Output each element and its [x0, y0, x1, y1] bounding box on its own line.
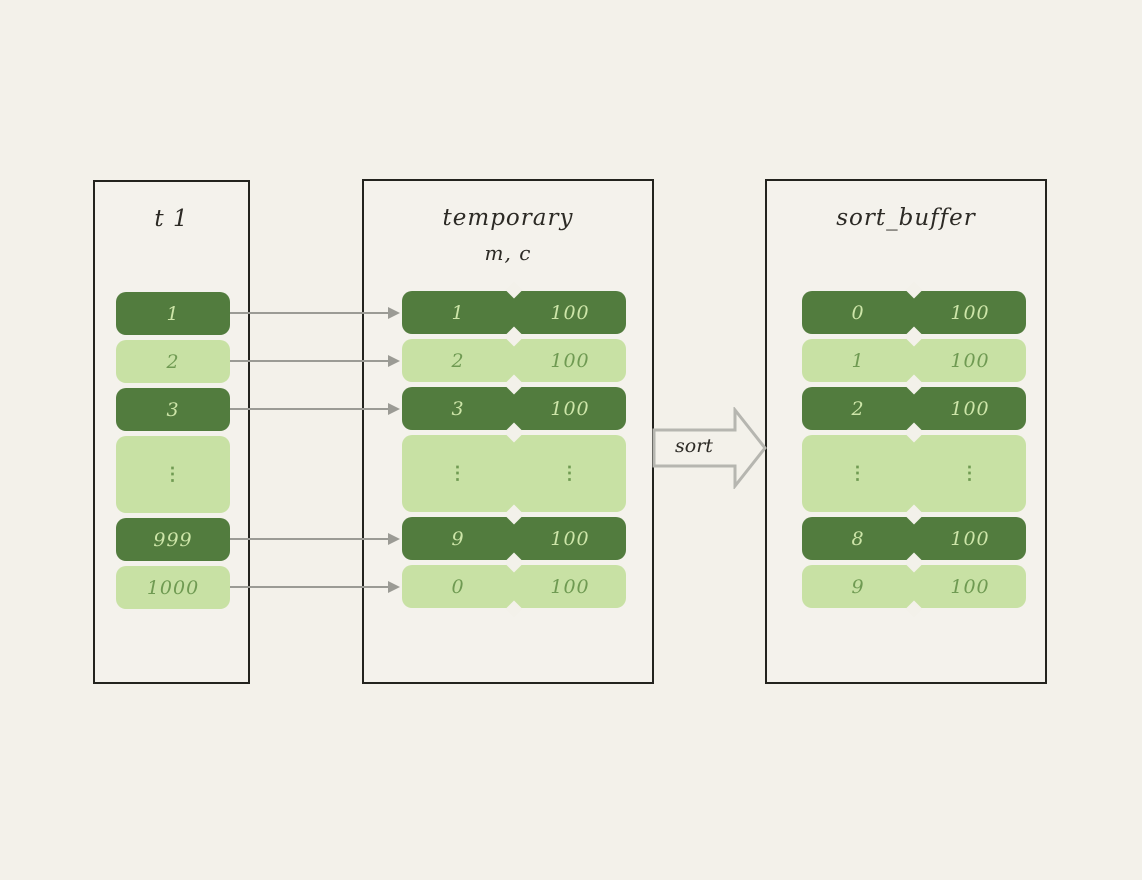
cell-m: 9: [851, 575, 865, 598]
table-row: 0 100: [402, 555, 626, 618]
table-row: 3 100: [402, 377, 626, 440]
table-row: 1 100: [802, 329, 1026, 392]
panel-temporary: temporary m, c 1 100 2 100 3 100 ⋮ ⋮: [362, 179, 654, 684]
cell-c: 100: [950, 575, 990, 598]
table-row: 2 100: [802, 377, 1026, 440]
cell-c: 100: [550, 527, 590, 550]
row-value: 2: [166, 350, 180, 373]
ellipsis-glyph: ⋮: [448, 463, 468, 484]
ellipsis-glyph: ⋮: [848, 463, 868, 484]
panel-sort-buffer: sort_buffer 0 100 1 100 2 100 ⋮ ⋮: [765, 179, 1047, 684]
cell-m: 0: [451, 575, 465, 598]
panel-t1-rows: 1 2 3 ⋮ 999 1000: [116, 292, 230, 609]
table-row: 999: [116, 518, 230, 561]
panel-temporary-title: temporary: [442, 205, 574, 231]
cell-c: 100: [550, 301, 590, 324]
table-row: 2: [116, 340, 230, 383]
panel-t1: t 1 1 2 3 ⋮ 999 1000: [93, 180, 250, 684]
ellipsis-glyph: ⋮: [163, 464, 183, 485]
sort-block-arrow: [652, 407, 767, 489]
cell-c: 100: [550, 575, 590, 598]
cell-c: 100: [550, 349, 590, 372]
table-row: 1000: [116, 566, 230, 609]
table-row: 1 100: [402, 281, 626, 344]
cell-m: 2: [851, 397, 865, 420]
cell-c: 100: [950, 301, 990, 324]
cell-m: 1: [851, 349, 865, 372]
table-row-ellipsis: ⋮ ⋮: [802, 425, 1026, 522]
table-row: 3: [116, 388, 230, 431]
table-row: 9 100: [802, 555, 1026, 618]
panel-sort-buffer-title: sort_buffer: [836, 205, 976, 231]
row-value: 3: [166, 398, 180, 421]
table-row: 2 100: [402, 329, 626, 392]
row-arrow: [230, 581, 400, 593]
cell-m: 2: [451, 349, 465, 372]
cell-m: 8: [851, 527, 865, 550]
table-row: 9 100: [402, 507, 626, 570]
cell-m: 9: [451, 527, 465, 550]
panel-sort-buffer-rows: 0 100 1 100 2 100 ⋮ ⋮ 8 100: [802, 281, 1026, 618]
row-arrow: [230, 355, 400, 367]
panel-temporary-subtitle: m, c: [484, 241, 532, 265]
row-value: 1: [166, 302, 180, 325]
cell-m: 1: [451, 301, 465, 324]
row-value: 999: [153, 528, 193, 551]
ellipsis-glyph: ⋮: [560, 463, 580, 484]
cell-m: 3: [451, 397, 465, 420]
cell-m: 0: [851, 301, 865, 324]
cell-c: 100: [950, 527, 990, 550]
cell-c: 100: [950, 349, 990, 372]
row-arrow: [230, 533, 400, 545]
cell-c: 100: [550, 397, 590, 420]
table-row-ellipsis: ⋮ ⋮: [402, 425, 626, 522]
table-row-ellipsis: ⋮: [116, 436, 230, 513]
row-arrow: [230, 403, 400, 415]
table-row: 8 100: [802, 507, 1026, 570]
cell-c: 100: [950, 397, 990, 420]
table-row: 1: [116, 292, 230, 335]
row-value: 1000: [146, 576, 200, 599]
row-arrow: [230, 307, 400, 319]
panel-temporary-rows: 1 100 2 100 3 100 ⋮ ⋮ 9 100: [402, 281, 626, 618]
sort-label: sort: [675, 435, 713, 457]
ellipsis-glyph: ⋮: [960, 463, 980, 484]
table-row: 0 100: [802, 281, 1026, 344]
panel-t1-title: t 1: [154, 206, 189, 232]
